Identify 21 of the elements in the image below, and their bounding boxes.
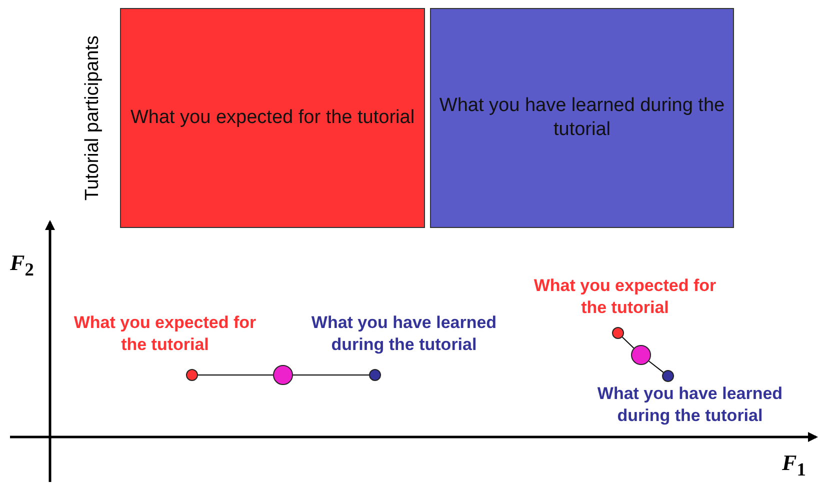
data-point: [273, 365, 293, 385]
connector-line: [292, 374, 370, 376]
axis-label: F$_{2}$: [10, 250, 34, 280]
data-point: [369, 369, 381, 381]
data-point: [186, 369, 198, 381]
axis-group-label: Tutorial participants: [82, 35, 104, 201]
data-point: [631, 345, 651, 365]
axis-label: F$_{1}$: [782, 450, 806, 480]
connector-line: [622, 336, 634, 349]
panel-text: What you expected for the tutorial: [130, 106, 415, 130]
learning-panel: [430, 8, 734, 228]
point-label: What you expected for the tutorial: [72, 312, 258, 356]
panel-text: What you have learned during the tutorial: [438, 94, 726, 142]
connector-line: [198, 374, 274, 376]
point-label: What you expected for the tutorial: [532, 275, 718, 320]
point-label: What you have learned during the tutorial: [310, 312, 498, 356]
expectation-panel: [120, 8, 425, 228]
connector-line: [648, 360, 664, 373]
data-point: [662, 370, 674, 382]
point-label: What you have learned during the tutorial: [596, 383, 784, 428]
data-point: [612, 327, 624, 339]
